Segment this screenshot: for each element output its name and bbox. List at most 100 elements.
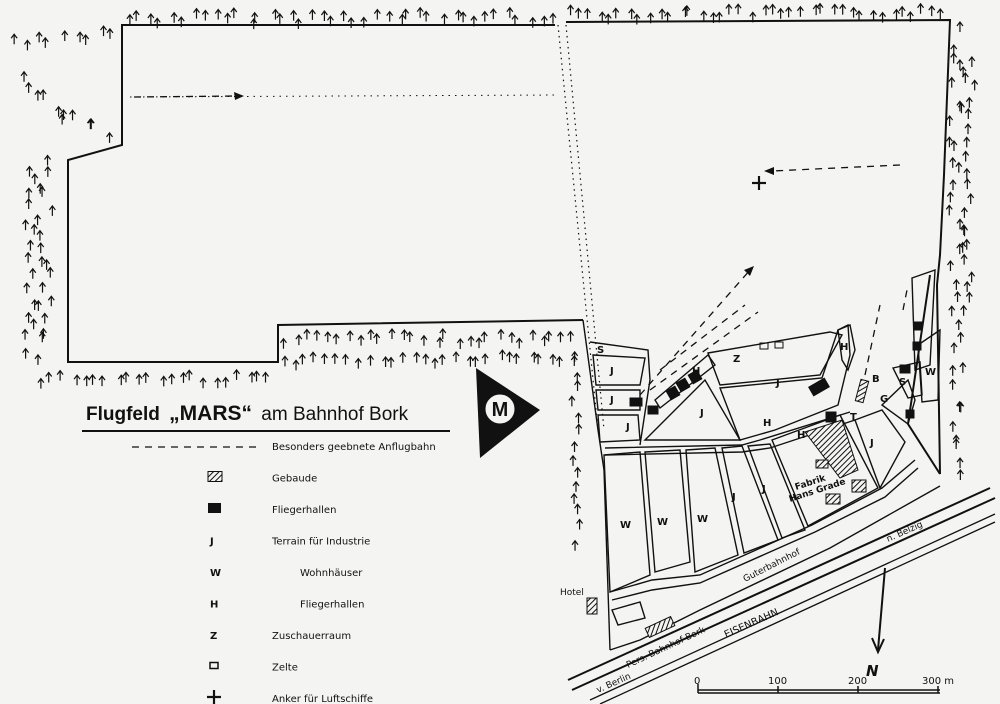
plot-letter-h: H xyxy=(797,430,805,441)
tree-icon xyxy=(431,357,439,369)
tree-icon xyxy=(968,271,976,283)
plot-letter-j: J xyxy=(609,366,614,377)
tree-icon xyxy=(557,331,564,343)
scale-tick-label: 100 xyxy=(768,676,787,687)
tree-icon xyxy=(73,374,81,386)
plot-letters: S J J J J H Z J H H H J S W H W W W J J … xyxy=(597,342,936,531)
tree-icon xyxy=(46,266,54,278)
tree-icon xyxy=(382,356,390,368)
tree-icon xyxy=(290,9,298,21)
tree-icon xyxy=(233,368,241,380)
tree-icon xyxy=(126,13,134,25)
plot-letter-s: S xyxy=(597,345,604,356)
title-part2: „MARS“ xyxy=(169,402,252,425)
tree-icon xyxy=(387,356,395,368)
label-g: G xyxy=(880,394,888,405)
tree-icon xyxy=(76,31,84,43)
tree-icon xyxy=(23,39,31,51)
tree-icon xyxy=(950,140,958,152)
tree-icon xyxy=(22,347,30,359)
tree-icon xyxy=(471,355,479,367)
tree-icon xyxy=(583,7,591,19)
tree-icon xyxy=(36,229,44,241)
tree-icon xyxy=(214,377,222,389)
tree-icon xyxy=(475,337,483,349)
legend-letter: J xyxy=(209,537,214,548)
tree-icon xyxy=(31,173,39,185)
tree-icon xyxy=(420,334,428,346)
tree-icon xyxy=(98,375,106,387)
tree-icon xyxy=(571,440,579,452)
tree-icon xyxy=(459,11,467,23)
eisenbahn-label: EISENBAHN xyxy=(723,607,781,641)
buildings xyxy=(586,321,923,639)
scale-tick-label: 300 m xyxy=(922,676,954,687)
tree-icon xyxy=(303,328,311,340)
legend-tent-icon xyxy=(209,661,219,670)
tree-icon xyxy=(34,299,42,311)
tree-icon xyxy=(954,290,962,302)
legend-text: Wohnhäuser xyxy=(300,568,363,579)
tree-icon xyxy=(956,457,964,469)
tree-icon xyxy=(34,214,42,226)
tree-icon xyxy=(34,353,42,365)
tree-icon xyxy=(489,8,497,20)
label-t: T xyxy=(850,412,857,423)
tree-icon xyxy=(440,13,448,25)
tree-icon xyxy=(10,33,18,45)
tree-icon xyxy=(23,282,31,294)
tree-icon xyxy=(398,13,406,25)
tree-icon xyxy=(45,371,53,383)
tree-icon xyxy=(48,204,56,216)
tree-icon xyxy=(55,105,63,117)
tree-icon xyxy=(35,31,43,43)
scale-bar xyxy=(697,684,940,694)
tree-icon xyxy=(44,154,52,166)
tree-icon xyxy=(574,379,582,391)
tree-icon xyxy=(945,204,953,216)
tree-icon xyxy=(968,55,976,67)
tree-icon xyxy=(38,331,46,343)
tree-icon xyxy=(949,420,957,432)
tree-icon xyxy=(965,291,973,303)
tree-icon xyxy=(26,239,34,251)
legend-item: Besonders geebnete Anflugbahn xyxy=(132,442,436,453)
label-b: B xyxy=(872,374,880,385)
tree-icon xyxy=(37,377,45,389)
tree-icon xyxy=(193,7,200,19)
tree-icon xyxy=(569,454,577,466)
tree-icon xyxy=(575,412,583,424)
tree-icon xyxy=(106,131,114,143)
tree-icon xyxy=(281,355,289,367)
tree-icon xyxy=(567,330,575,342)
tree-icon xyxy=(253,370,261,382)
tree-icon xyxy=(292,359,300,371)
tree-icon xyxy=(86,118,94,130)
tree-icon xyxy=(515,337,523,349)
tree-icon xyxy=(452,351,460,363)
tree-icon xyxy=(185,369,193,381)
tree-icon xyxy=(549,12,557,24)
tree-icon xyxy=(960,253,968,265)
tree-icon xyxy=(20,70,28,82)
tree-icon xyxy=(251,11,259,23)
tree-icon xyxy=(683,4,691,16)
tree-icon xyxy=(25,311,33,323)
tree-icon xyxy=(29,267,37,279)
tree-icon xyxy=(574,466,582,478)
plot-letter-j: J xyxy=(731,492,736,503)
tree-icon xyxy=(963,167,971,179)
tree-icon xyxy=(347,17,355,29)
tree-icon xyxy=(956,468,964,480)
legend-item: Fliegerhallen xyxy=(208,503,336,516)
plot-letter-w: W xyxy=(620,520,631,531)
tree-icon xyxy=(963,136,971,148)
legend-text: Anker für Luftschiffe xyxy=(272,694,373,704)
tree-icon xyxy=(22,219,30,231)
tree-icon xyxy=(956,20,964,32)
plot-letter-j: J xyxy=(699,408,704,419)
tree-icon xyxy=(399,351,407,363)
